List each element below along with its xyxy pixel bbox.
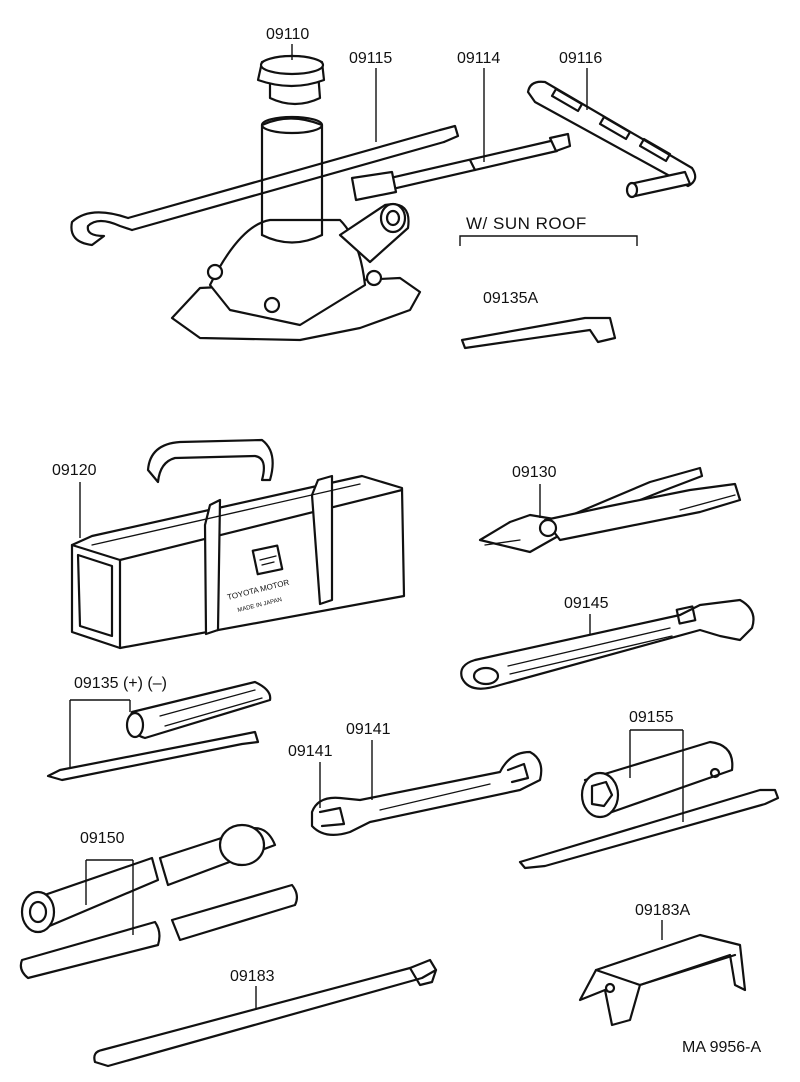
part-label-09155: 09155: [629, 709, 674, 726]
adjustable-wrench-09145[interactable]: [460, 598, 755, 690]
tire-lever-09183[interactable]: [93, 958, 438, 1068]
part-label-09120: 09120: [52, 462, 97, 479]
part-label-09183: 09183: [230, 968, 275, 985]
part-label-09110: 09110: [266, 26, 309, 43]
part-label-09183A: 09183A: [635, 902, 690, 919]
sun-roof-tool-09135A[interactable]: [460, 316, 617, 350]
wheel-brace-09116[interactable]: [526, 80, 697, 199]
pliers-09130[interactable]: [478, 466, 742, 554]
part-label-09135A: 09135A: [483, 290, 538, 307]
part-label-09135: 09135 (+) (–): [74, 675, 167, 692]
holder-09183A[interactable]: [578, 933, 747, 1027]
part-label-09141-left: 09141: [288, 743, 333, 760]
socket-extension-09150[interactable]: [19, 823, 299, 980]
footer-code: MA 9956-A: [682, 1039, 761, 1056]
part-label-09130: 09130: [512, 464, 557, 481]
sun-roof-group-label: W/ SUN ROOF: [466, 214, 587, 233]
tool-bag-09120[interactable]: [70, 438, 406, 650]
wrench-09141[interactable]: [310, 750, 543, 837]
part-label-09116: 09116: [559, 50, 602, 67]
plug-wrench-09155[interactable]: [518, 740, 780, 870]
screwdriver-09135[interactable]: [46, 680, 272, 782]
part-label-09141-right: 09141: [346, 721, 391, 738]
jack-09110[interactable]: [170, 54, 422, 342]
part-label-09150: 09150: [80, 830, 125, 847]
extension-bar-09114[interactable]: [350, 132, 572, 202]
part-label-09114: 09114: [457, 50, 500, 67]
jack-handle-09115[interactable]: [70, 124, 460, 247]
leader-lines: [69, 44, 684, 1010]
part-label-09115: 09115: [349, 50, 392, 67]
part-label-09145: 09145: [564, 595, 609, 612]
